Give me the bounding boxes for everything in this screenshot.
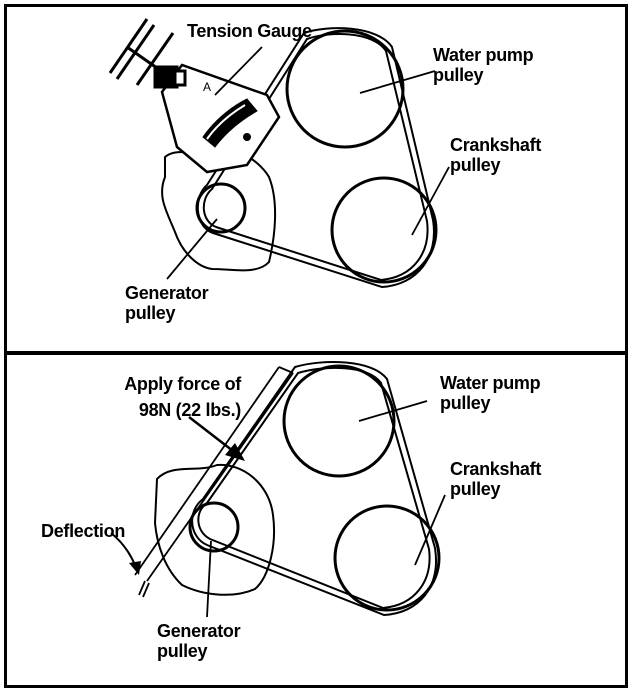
generator-housing [153,463,276,596]
leader-lines [206,400,446,618]
svg-text:A: A [203,80,211,94]
tension-gauge: A [160,63,281,174]
drive-belt [191,361,437,617]
tension-gauge-method-panel: A Tension Gauge Water pump pulley Cranks… [4,4,628,354]
water-pump-pulley-label: Water pump pulley [433,45,534,85]
water-pump-pulley [282,364,396,478]
bottom-diagram [110,361,446,618]
crankshaft-pulley [330,176,438,284]
straightedge [134,366,294,598]
crankshaft-pulley [333,504,441,612]
crankshaft-pulley-label: Crankshaft pulley [450,459,542,499]
water-pump-pulley-label: Water pump pulley [440,373,541,413]
deflection-method-panel: Apply force of 98N (22 lbs.) Deflection … [4,352,628,688]
generator-pulley [188,501,240,553]
crankshaft-pulley-label: Crankshaft pulley [450,135,542,175]
leader-lines [166,46,450,280]
apply-force-label: Apply force of 98N (22 lbs.) [124,374,241,420]
water-pump-pulley [285,29,405,149]
gauge-handle [108,18,187,89]
generator-pulley-label: Generator pulley [157,621,241,661]
generator-pulley-label: Generator pulley [125,283,209,323]
drive-belt [196,27,435,289]
tension-gauge-label: Tension Gauge [187,21,312,41]
deflection-arrow [110,532,141,575]
force-arrow [188,416,245,461]
deflection-label: Deflection [41,521,126,541]
top-diagram: A [108,18,450,289]
